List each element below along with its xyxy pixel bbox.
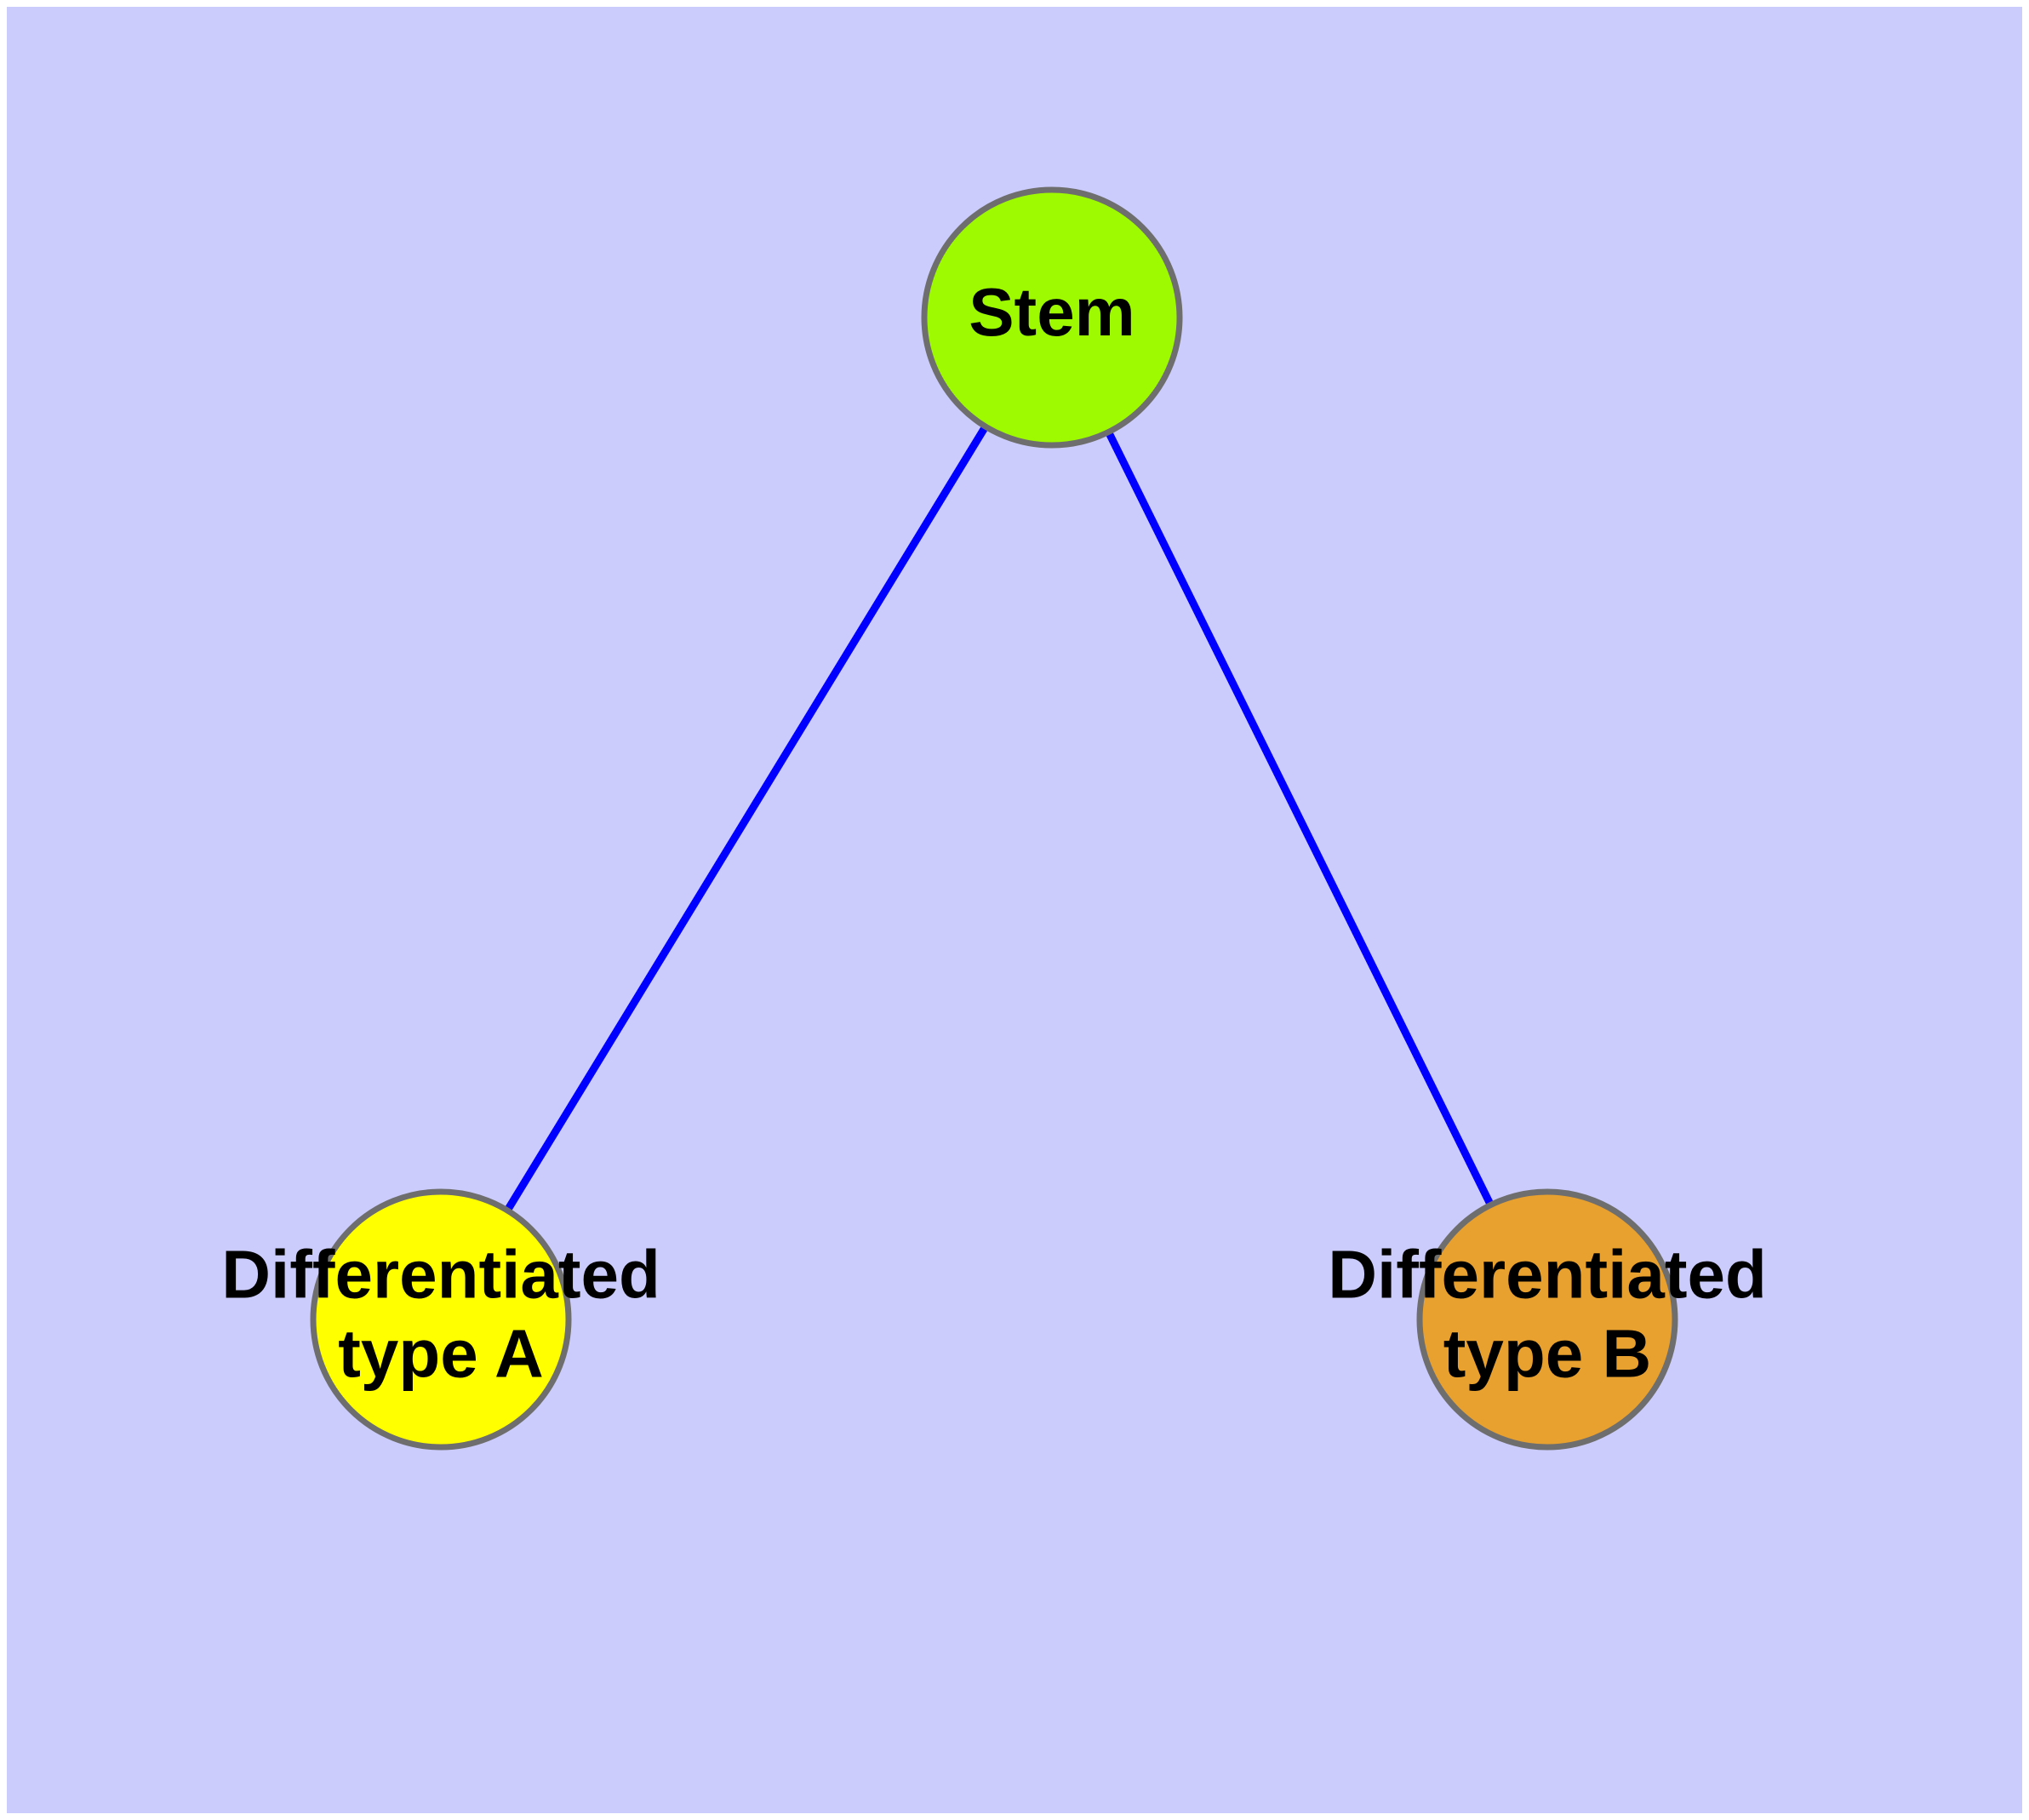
node-differentiated-type-a[interactable] — [310, 1188, 572, 1451]
nodes-layer — [310, 186, 1678, 1451]
node-differentiated-type-a-circle[interactable] — [310, 1188, 572, 1451]
edges-layer — [502, 421, 1496, 1216]
node-differentiated-type-b-circle[interactable] — [1416, 1188, 1678, 1451]
node-stem-label: Stem — [969, 274, 1135, 350]
node-stem-circle[interactable] — [921, 186, 1183, 449]
node-stem[interactable] — [921, 186, 1183, 449]
edge-stem-to-differentiated-type-a[interactable] — [502, 421, 991, 1216]
edge-stem-to-differentiated-type-b[interactable] — [1103, 426, 1496, 1210]
node-differentiated-type-b[interactable] — [1416, 1188, 1678, 1451]
